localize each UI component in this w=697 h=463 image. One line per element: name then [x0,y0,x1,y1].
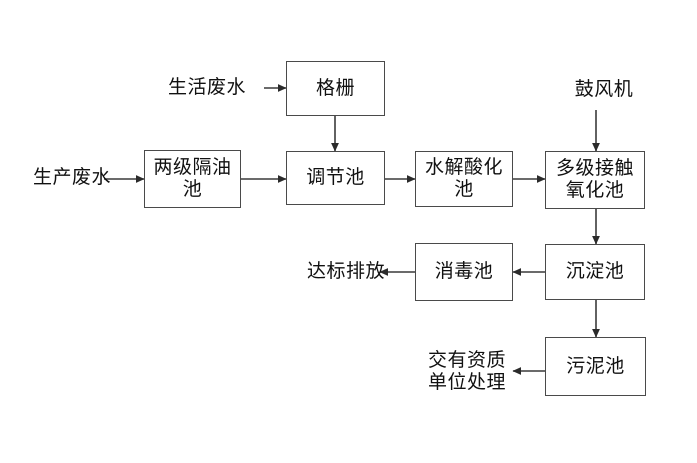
node-hydrolysis-acidification-tank-label: 水解酸化池 [424,157,503,200]
node-sludge-tank[interactable]: 污泥池 [545,337,646,396]
node-regulating-tank-label: 调节池 [306,167,365,189]
node-disinfection-tank-label: 消毒池 [434,261,494,283]
node-hydrolysis-acidification-tank[interactable]: 水解酸化池 [415,151,513,207]
label-compliant-discharge: 达标排放 [306,260,385,282]
node-sedimentation-tank[interactable]: 沉淀池 [545,244,645,300]
node-two-stage-oil-separation-tank-label: 两级隔油池 [153,157,232,200]
node-grating[interactable]: 格栅 [286,61,385,116]
node-disinfection-tank[interactable]: 消毒池 [415,243,513,301]
label-production-wastewater: 生产废水 [32,166,111,188]
node-sedimentation-tank-label: 沉淀池 [565,261,625,283]
node-multistage-contact-oxidation-tank[interactable]: 多级接触氧化池 [545,151,645,209]
label-qualified-unit-treatment: 交有资质 单位处理 [427,349,506,393]
node-two-stage-oil-separation-tank[interactable]: 两级隔油池 [144,150,241,208]
node-grating-label: 格栅 [315,77,355,99]
label-domestic-wastewater: 生活废水 [167,76,246,98]
node-sludge-tank-label: 污泥池 [566,355,625,377]
node-regulating-tank[interactable]: 调节池 [286,151,385,205]
node-multistage-contact-oxidation-tank-label: 多级接触氧化池 [555,158,634,201]
label-blower: 鼓风机 [574,78,634,100]
